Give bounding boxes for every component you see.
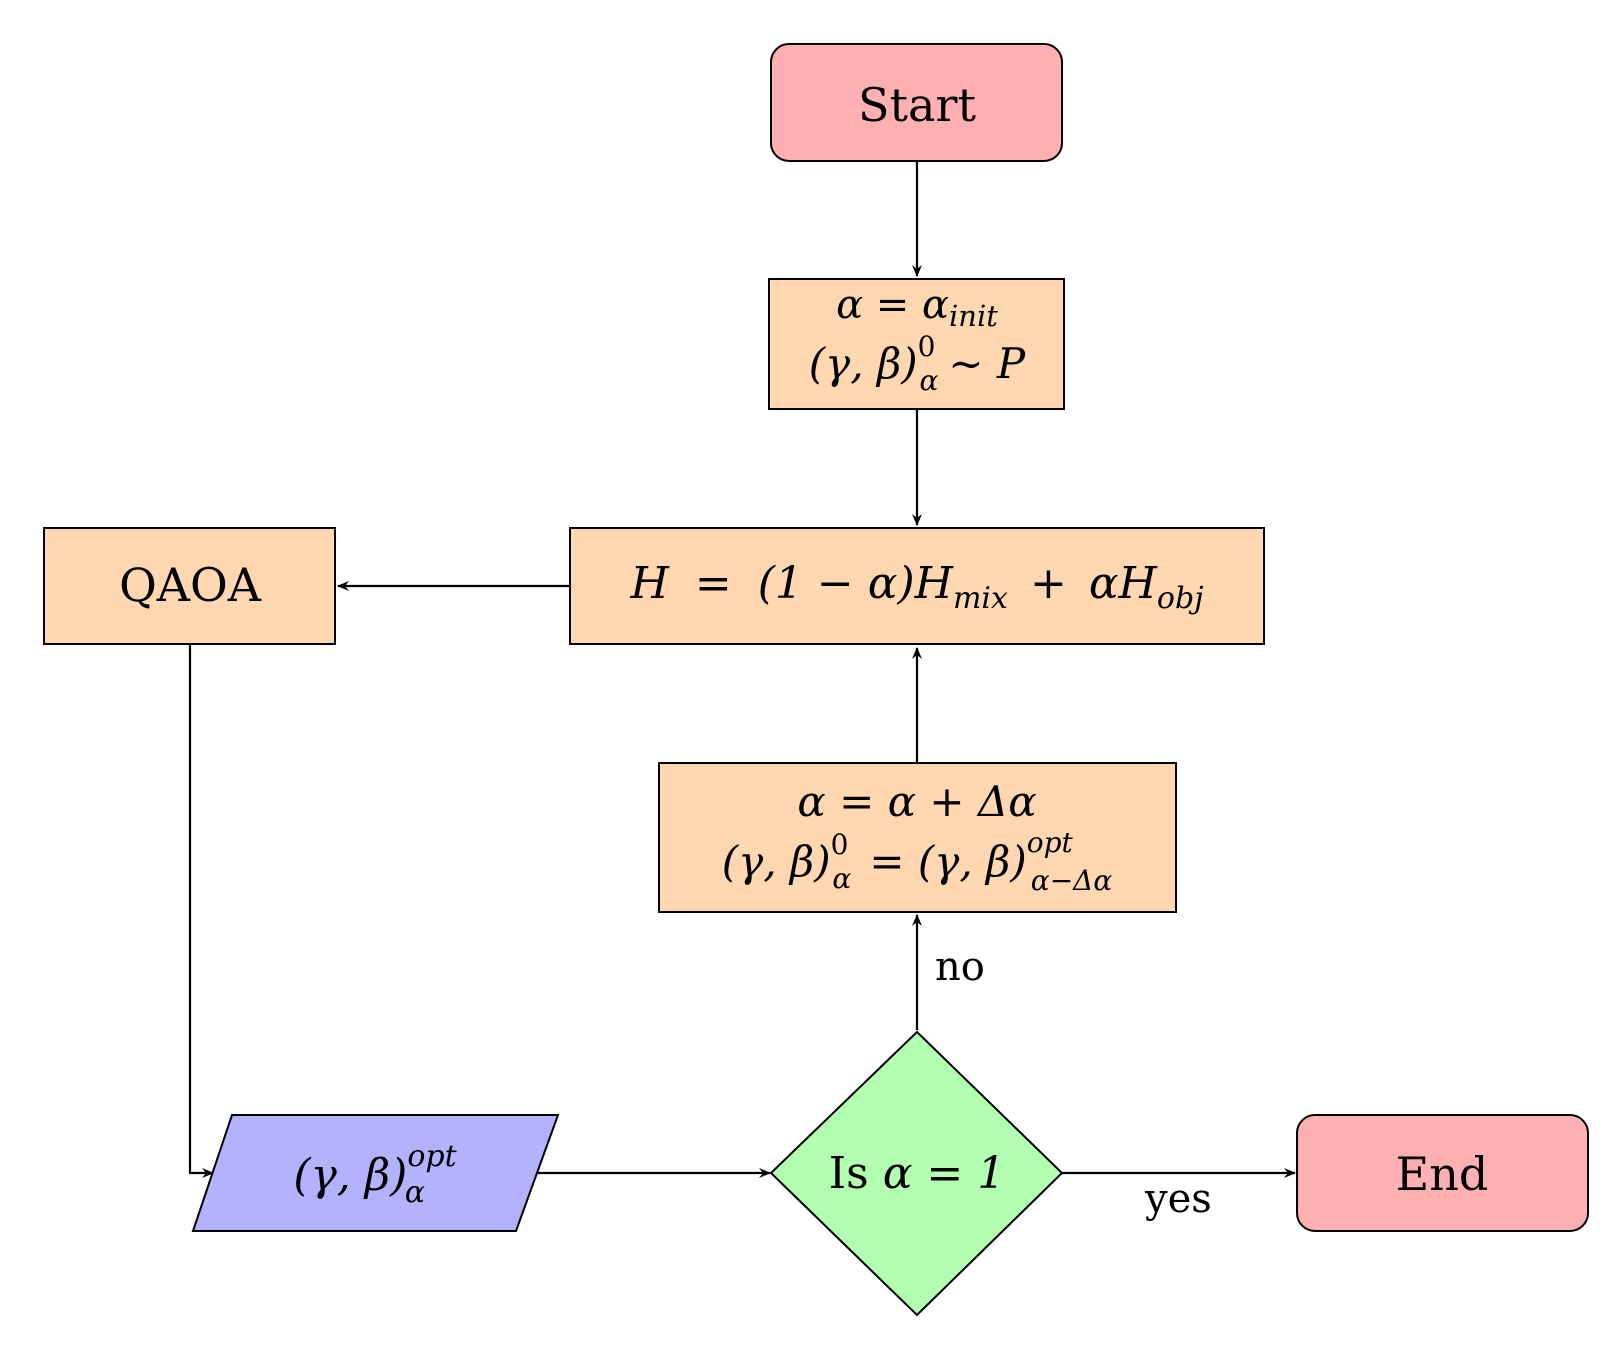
end-node: End — [1296, 1114, 1589, 1232]
hamiltonian-node: H=(1 − α)Hmix+αHobj — [569, 527, 1265, 645]
qaoa-node: QAOA — [43, 527, 336, 645]
start-shape — [770, 43, 1063, 162]
init-line1: α = αinit — [836, 282, 998, 333]
end-shape — [1296, 1114, 1589, 1232]
end-label: End — [1396, 1147, 1489, 1201]
decision-shape — [769, 1030, 1064, 1317]
hamiltonian-shape — [569, 527, 1265, 645]
edge-label-no: no — [935, 944, 985, 990]
start-node: Start — [770, 43, 1063, 162]
qaoa-shape — [43, 527, 336, 645]
init-shape — [768, 278, 1065, 410]
update-line1: α = α + Δα — [797, 777, 1036, 826]
edge-label-yes: yes — [1144, 1176, 1212, 1222]
qaoa-label: QAOA — [119, 558, 262, 612]
edge-qaoa-to-output — [188, 644, 214, 1178]
start-label: Start — [858, 78, 976, 132]
output-shape — [191, 1114, 560, 1232]
update-shape — [658, 762, 1177, 913]
hamiltonian-formula: H=(1 − α)Hmix+αHobj — [629, 558, 1203, 616]
